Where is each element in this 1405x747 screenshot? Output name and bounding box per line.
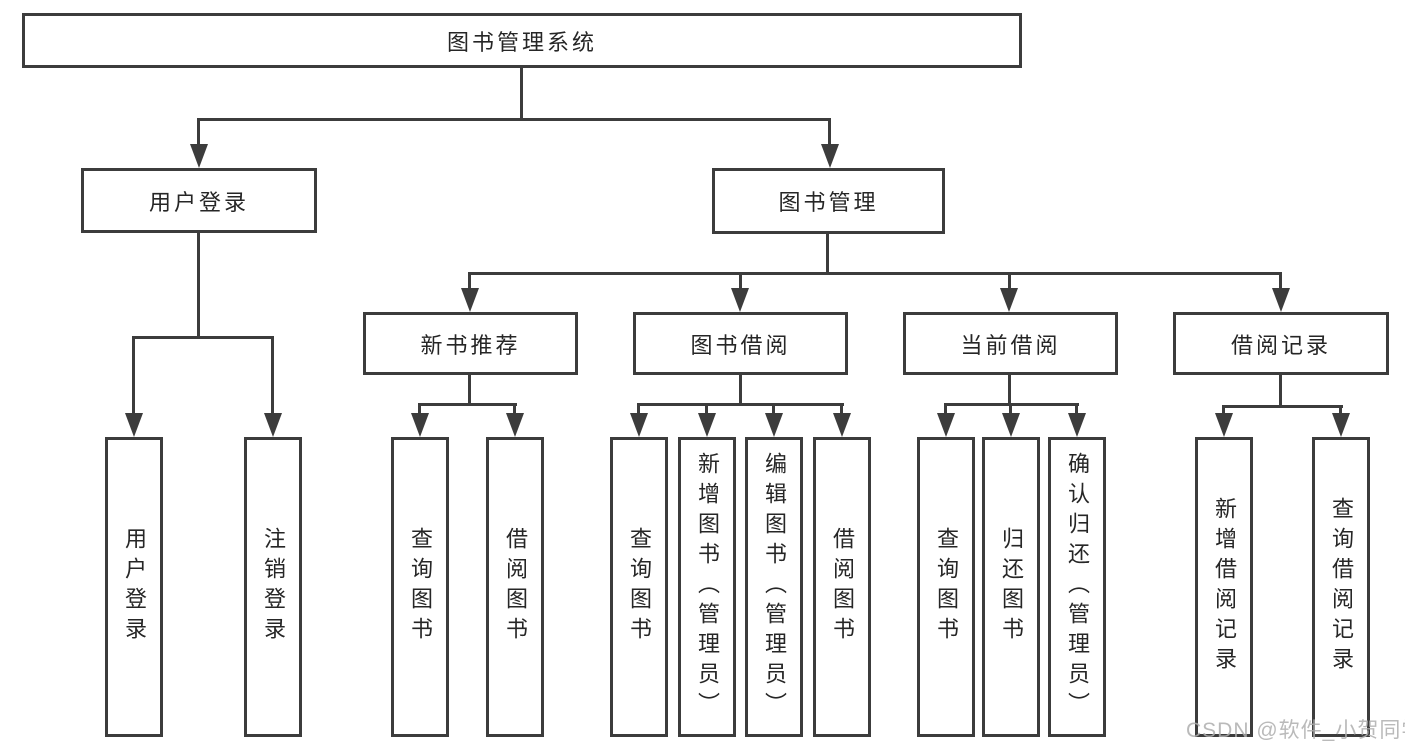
connector-line [1222, 405, 1343, 408]
arrow-down-icon [1332, 413, 1350, 437]
arrow-down-icon [1272, 288, 1290, 312]
node-book-borrowing: 图书借阅 [633, 312, 848, 375]
connector-line [840, 403, 843, 415]
leaf-query-books-borrowing: 查询图书 [610, 437, 668, 737]
node-user-login-branch: 用户登录 [81, 168, 317, 233]
connector-line [469, 272, 1282, 275]
leaf-return-books: 归还图书 [982, 437, 1040, 737]
connector-line [468, 272, 471, 290]
connector-line [772, 403, 775, 415]
arrow-down-icon [190, 144, 208, 168]
arrow-down-icon [698, 413, 716, 437]
leaf-query-books-recommend: 查询图书 [391, 437, 449, 737]
arrow-down-icon [765, 413, 783, 437]
connector-line [468, 375, 471, 405]
connector-line [1279, 272, 1282, 290]
arrow-down-icon [1068, 413, 1086, 437]
arrow-down-icon [833, 413, 851, 437]
arrow-down-icon [506, 413, 524, 437]
connector-line [198, 118, 831, 121]
connector-line [1279, 375, 1282, 407]
leaf-user-login: 用户登录 [105, 437, 163, 737]
arrow-down-icon [630, 413, 648, 437]
node-current-borrowing: 当前借阅 [903, 312, 1118, 375]
connector-line [705, 403, 708, 415]
arrow-down-icon [411, 413, 429, 437]
arrow-down-icon [1215, 413, 1233, 437]
connector-line [944, 403, 947, 415]
leaf-borrow-books-recommend: 借阅图书 [486, 437, 544, 737]
node-book-management-branch: 图书管理 [712, 168, 945, 234]
connector-line [828, 118, 831, 148]
connector-line [132, 336, 274, 339]
connector-line [637, 403, 640, 415]
leaf-add-borrow-record: 新增借阅记录 [1195, 437, 1253, 737]
connector-line [418, 403, 517, 406]
connector-line [1008, 272, 1011, 290]
csdn-watermark: CSDN @软件_小贺同学 [1186, 719, 1405, 742]
leaf-edit-books-admin: 编辑图书（管理员） [745, 437, 803, 737]
arrow-down-icon [937, 413, 955, 437]
leaf-confirm-return-admin: 确认归还（管理员） [1048, 437, 1106, 737]
arrow-down-icon [731, 288, 749, 312]
node-borrowing-records: 借阅记录 [1173, 312, 1389, 375]
arrow-down-icon [264, 413, 282, 437]
connector-line [1222, 405, 1225, 415]
connector-line [637, 403, 844, 406]
node-root-library-system: 图书管理系统 [22, 13, 1022, 68]
connector-line [197, 118, 200, 148]
connector-line [1075, 403, 1078, 415]
connector-line [132, 336, 135, 415]
connector-line [826, 234, 829, 275]
arrow-down-icon [1002, 413, 1020, 437]
arrow-down-icon [1000, 288, 1018, 312]
connector-line [1008, 375, 1011, 405]
leaf-borrow-books-borrowing: 借阅图书 [813, 437, 871, 737]
connector-line [271, 336, 274, 415]
connector-line [1009, 403, 1012, 415]
connector-line [520, 68, 523, 120]
arrow-down-icon [461, 288, 479, 312]
connector-line [739, 375, 742, 405]
leaf-logout: 注销登录 [244, 437, 302, 737]
leaf-query-borrow-record: 查询借阅记录 [1312, 437, 1370, 737]
leaf-add-books-admin: 新增图书（管理员） [678, 437, 736, 737]
connector-line [739, 272, 742, 290]
connector-line [1339, 405, 1342, 415]
connector-line [197, 233, 200, 339]
connector-line [418, 403, 421, 415]
arrow-down-icon [125, 413, 143, 437]
leaf-query-books-current: 查询图书 [917, 437, 975, 737]
connector-line [513, 403, 516, 415]
node-new-book-recommend: 新书推荐 [363, 312, 578, 375]
arrow-down-icon [821, 144, 839, 168]
